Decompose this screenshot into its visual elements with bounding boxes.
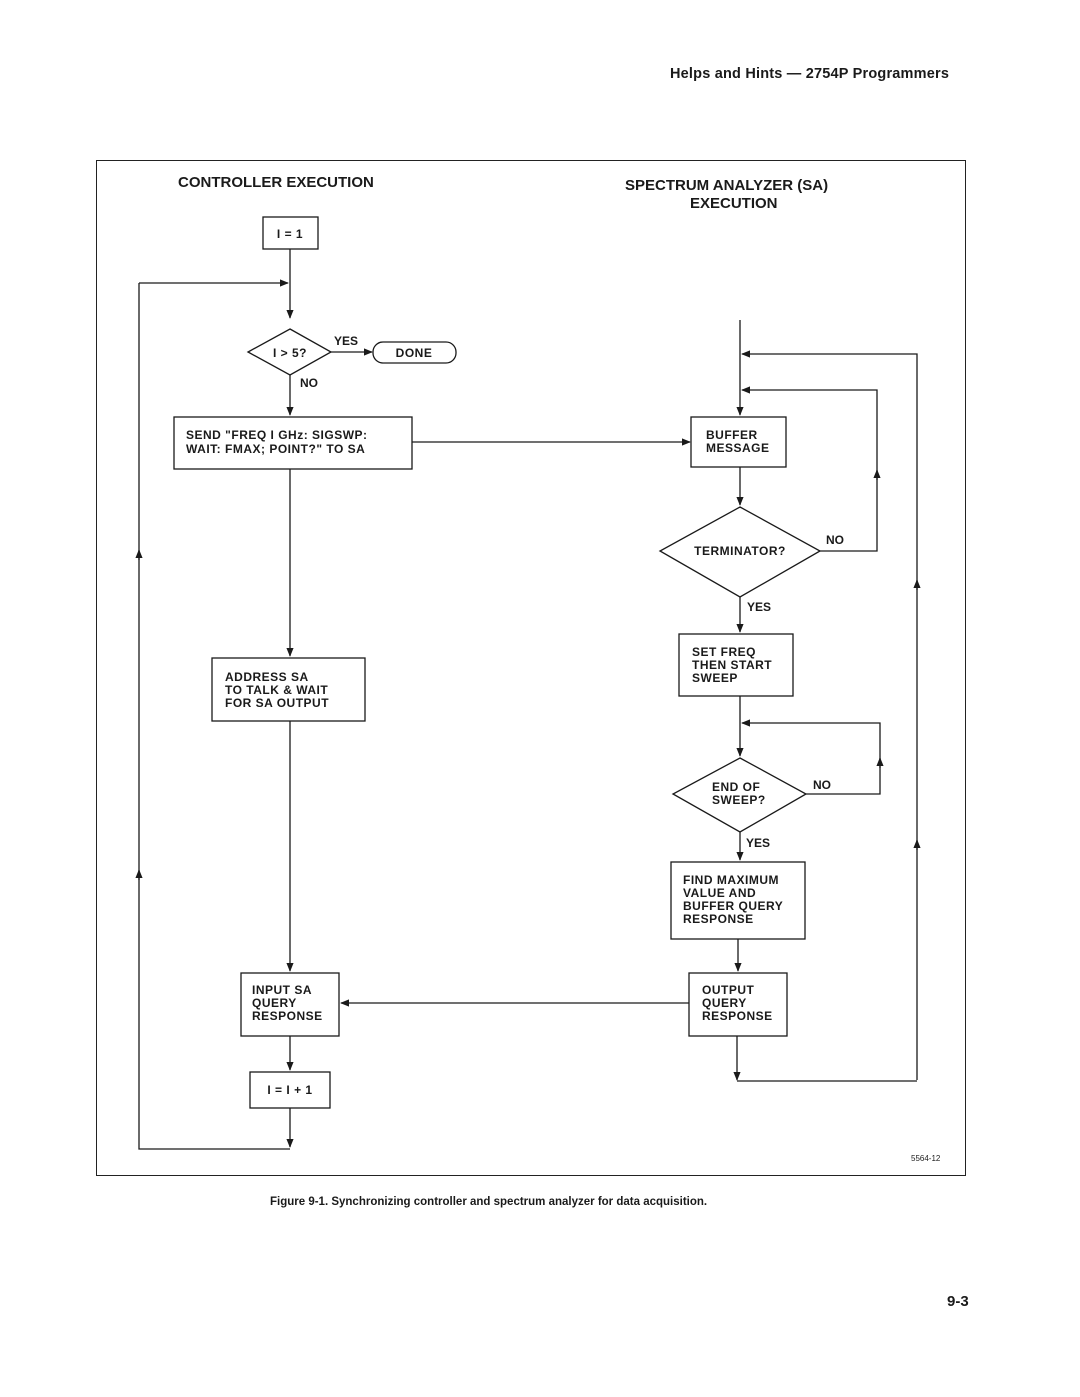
findmax-text-line4: RESPONSE xyxy=(683,912,754,926)
done-terminal xyxy=(372,341,457,364)
sweep-yes-label: YES xyxy=(746,836,770,850)
input-text-line1: INPUT SA xyxy=(252,983,312,997)
done-text: DONE xyxy=(396,346,433,360)
send-box xyxy=(173,416,413,470)
address-text-line3: FOR SA OUTPUT xyxy=(225,696,329,710)
setfreq-box xyxy=(678,633,794,697)
figure-id: 5564-12 xyxy=(911,1154,941,1163)
edge-term-no-loop xyxy=(741,386,878,552)
term-yes-label: YES xyxy=(747,600,771,614)
findmax-text-line2: VALUE AND xyxy=(683,886,756,900)
endsweep-text-line2: SWEEP? xyxy=(712,793,766,807)
term-no-label: NO xyxy=(826,533,844,547)
init-text: I = 1 xyxy=(277,227,303,241)
sa-column-title-line2: EXECUTION xyxy=(690,195,778,212)
address-box xyxy=(211,657,366,722)
check-yes-label: YES xyxy=(334,334,358,348)
endsweep-text-line1: END OF xyxy=(712,780,760,794)
setfreq-text-line1: SET FREQ xyxy=(692,645,756,659)
setfreq-text-line2: THEN START xyxy=(692,658,772,672)
figure-frame xyxy=(96,160,966,1176)
buffer-text-line2: MESSAGE xyxy=(706,441,770,455)
sweep-no-label: NO xyxy=(813,778,831,792)
output-box xyxy=(688,972,788,1037)
edge-loop-back xyxy=(138,283,290,1150)
address-text-line2: TO TALK & WAIT xyxy=(225,683,328,697)
figure-caption: Figure 9-1. Synchronizing controller and… xyxy=(270,1196,708,1208)
buffer-text-line1: BUFFER xyxy=(706,428,758,442)
output-text-line3: RESPONSE xyxy=(702,1009,773,1023)
sa-column-title-line1: SPECTRUM ANALYZER (SA) xyxy=(625,177,828,194)
output-text-line2: QUERY xyxy=(702,996,747,1010)
page-number: 9-3 xyxy=(947,1293,969,1310)
terminator-text: TERMINATOR? xyxy=(694,544,786,558)
edge-outer-loop-top xyxy=(741,350,918,1080)
findmax-text-line3: BUFFER QUERY xyxy=(683,899,783,913)
send-text-line1: SEND "FREQ I GHz: SIGSWP: xyxy=(186,428,368,442)
setfreq-text-line3: SWEEP xyxy=(692,671,738,685)
send-text-line2: WAIT: FMAX; POINT?" TO SA xyxy=(186,442,365,456)
edge-sweep-no-loop xyxy=(741,719,881,795)
check-no-label: NO xyxy=(300,376,318,390)
address-text-line1: ADDRESS SA xyxy=(225,670,309,684)
check-text: I > 5? xyxy=(273,346,307,360)
output-text-line1: OUTPUT xyxy=(702,983,755,997)
running-header: Helps and Hints — 2754P Programmers xyxy=(670,66,950,82)
diagram-labels: CONTROLLER EXECUTION SPECTRUM ANALYZER (… xyxy=(178,174,941,1163)
increment-text: I = I + 1 xyxy=(267,1083,312,1097)
input-text-line3: RESPONSE xyxy=(252,1009,323,1023)
buffer-box xyxy=(690,416,787,468)
controller-column-title: CONTROLLER EXECUTION xyxy=(178,174,374,191)
input-text-line2: QUERY xyxy=(252,996,297,1010)
findmax-text-line1: FIND MAXIMUM xyxy=(683,873,779,887)
